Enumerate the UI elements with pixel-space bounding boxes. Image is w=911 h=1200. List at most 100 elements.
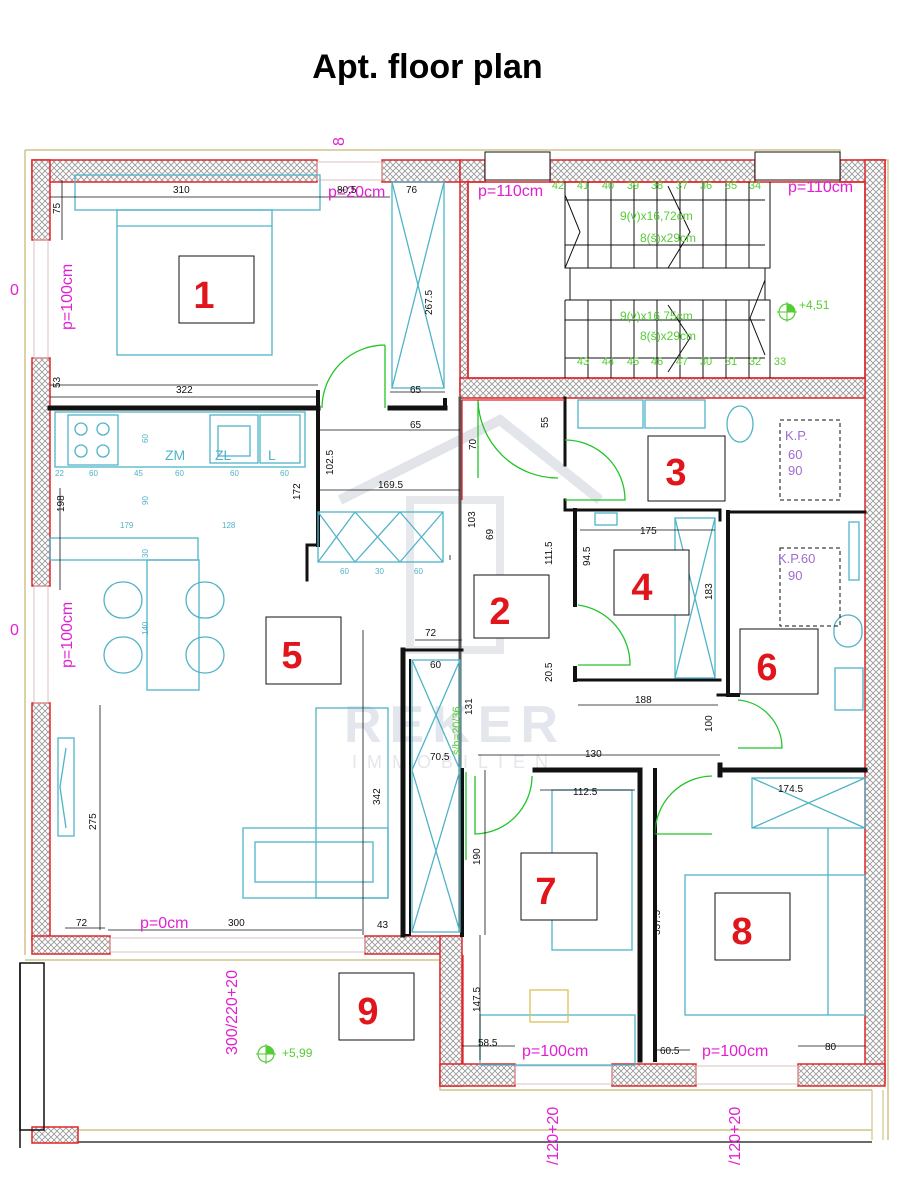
sill-label: p=0cm: [140, 915, 188, 932]
room-number-8: 8: [731, 911, 752, 953]
shower-labels: K.P. 60 90 K.P.60 90: [778, 428, 815, 583]
shower-label: K.P.: [785, 428, 808, 443]
dim-label: 45: [134, 469, 143, 478]
kitchen-labels: ZM ZL L: [165, 447, 276, 463]
terrace-frame: [19, 962, 45, 1148]
dim-label: 103: [467, 511, 478, 528]
stair-spec: 8(š)x29cm: [640, 329, 696, 343]
window-label: /120+20: [545, 1107, 562, 1165]
shower-label: 90: [788, 568, 802, 583]
dim-label: 111.5: [544, 541, 555, 565]
dim-label: 198: [56, 495, 67, 512]
dim-label: 72: [76, 918, 88, 929]
dim-label: 131: [464, 698, 475, 715]
stair-number: 35: [725, 180, 737, 192]
sill-label: p=100cm: [522, 1043, 588, 1060]
shower-label: K.P.60: [778, 551, 815, 566]
stair-number: 39: [627, 180, 639, 192]
stair-number: 47: [676, 356, 688, 368]
dim-label: 94.5: [582, 546, 593, 566]
kitchen-label: L: [268, 447, 276, 463]
room-number-7: 7: [535, 871, 556, 913]
doors: [321, 344, 783, 860]
dim-label: 175: [640, 526, 657, 537]
dim-label: 60: [230, 469, 239, 478]
stair-number: 33: [774, 356, 786, 368]
room-number-1: 1: [193, 275, 214, 317]
dim-label: 90: [141, 496, 150, 505]
dim-label: 75: [52, 202, 63, 214]
stair-number: 45: [627, 356, 639, 368]
stair-spec: 8(š)x29cm: [640, 231, 696, 245]
dim-label: 190: [472, 848, 483, 865]
dim-label: 100: [704, 715, 715, 732]
dim-label: 80.5: [337, 185, 357, 196]
sill-label: p=110cm: [788, 179, 853, 196]
room-number-3: 3: [665, 452, 686, 494]
stair-number: 42: [552, 180, 564, 192]
dim-label: 60.5: [660, 1046, 680, 1057]
stair-number: 44: [602, 356, 614, 368]
dim-label: 60: [89, 469, 98, 478]
dim-label: 65: [410, 420, 422, 431]
window-label: 0: [10, 282, 19, 299]
dim-label: 322: [176, 385, 193, 396]
dim-label: 130: [585, 749, 602, 760]
sill-label: p=100cm: [59, 602, 76, 668]
stair-number: 32: [749, 356, 761, 368]
dim-label: 60: [414, 567, 423, 576]
dim-label: 60: [175, 469, 184, 478]
dim-label: 179: [120, 521, 134, 530]
dim-label: 80: [825, 1042, 837, 1053]
page-title: Apt. floor plan: [312, 48, 543, 86]
slope-note: š/h=20/36: [451, 706, 463, 755]
level-stair: +4,51: [799, 298, 830, 312]
dim-label: 70: [468, 438, 479, 450]
room-number-6: 6: [756, 647, 777, 689]
dim-label: 60: [141, 434, 150, 443]
dim-label: 102.5: [325, 450, 336, 475]
stairs: 42 41 40 39 38 37 36 35 34 43 44 45 46 4…: [467, 180, 866, 379]
stair-spec: 9(v)x16,75cm: [620, 309, 693, 323]
dim-label: 337.5: [652, 910, 663, 935]
watermark: REKER IMMOBILIEN: [337, 414, 604, 772]
window-label: 0: [10, 622, 19, 639]
stair-spec: 9(v)x16,72cm: [620, 209, 693, 223]
dim-label: 58.5: [478, 1038, 498, 1049]
dim-label: 30: [375, 567, 384, 576]
dim-label: 60: [340, 567, 349, 576]
stair-number: 34: [749, 180, 761, 192]
sill-label: p=20cm: [328, 184, 385, 201]
dimension-texts: 310 80.5 76 75 267.5 53 322 65 65 55 102…: [52, 185, 837, 1057]
exterior-walls: [31, 159, 886, 1144]
window-label: 8: [331, 137, 348, 146]
watermark-line1: REKER: [344, 696, 566, 754]
stair-number: 41: [577, 180, 589, 192]
dim-label: 310: [173, 185, 190, 196]
sill-labels: p=20cm p=110cm p=110cm p=100cm p=100cm p…: [59, 179, 853, 1060]
shower-label: 60: [788, 447, 802, 462]
room-numbers: 1 2 3 4 5 6 7 8 9: [178, 255, 819, 1041]
dim-label: 140: [141, 621, 150, 635]
dim-label: 30: [141, 549, 150, 558]
dim-label: 342: [372, 788, 383, 805]
dim-label: 20.5: [544, 662, 555, 682]
dim-label: 172: [292, 483, 303, 500]
dim-label: 60: [430, 660, 442, 671]
dim-label: 69: [485, 528, 496, 540]
sill-label: p=100cm: [702, 1043, 768, 1060]
stair-number: 38: [651, 180, 663, 192]
room-number-5: 5: [281, 635, 302, 677]
dim-label: 300: [228, 918, 245, 929]
dim-label: 22: [55, 469, 64, 478]
room-number-4: 4: [631, 567, 652, 609]
stair-number: 31: [725, 356, 737, 368]
dim-label: 65: [410, 385, 422, 396]
dim-label: 188: [635, 695, 652, 706]
dim-label: 147.5: [472, 987, 483, 1012]
dim-label: 76: [406, 185, 418, 196]
dim-label: 174.5: [778, 784, 803, 795]
kitchen-dimension-texts: 22 60 45 60 60 60 179 128 30 140 90 60 6…: [55, 434, 423, 635]
dim-label: 183: [704, 583, 715, 600]
